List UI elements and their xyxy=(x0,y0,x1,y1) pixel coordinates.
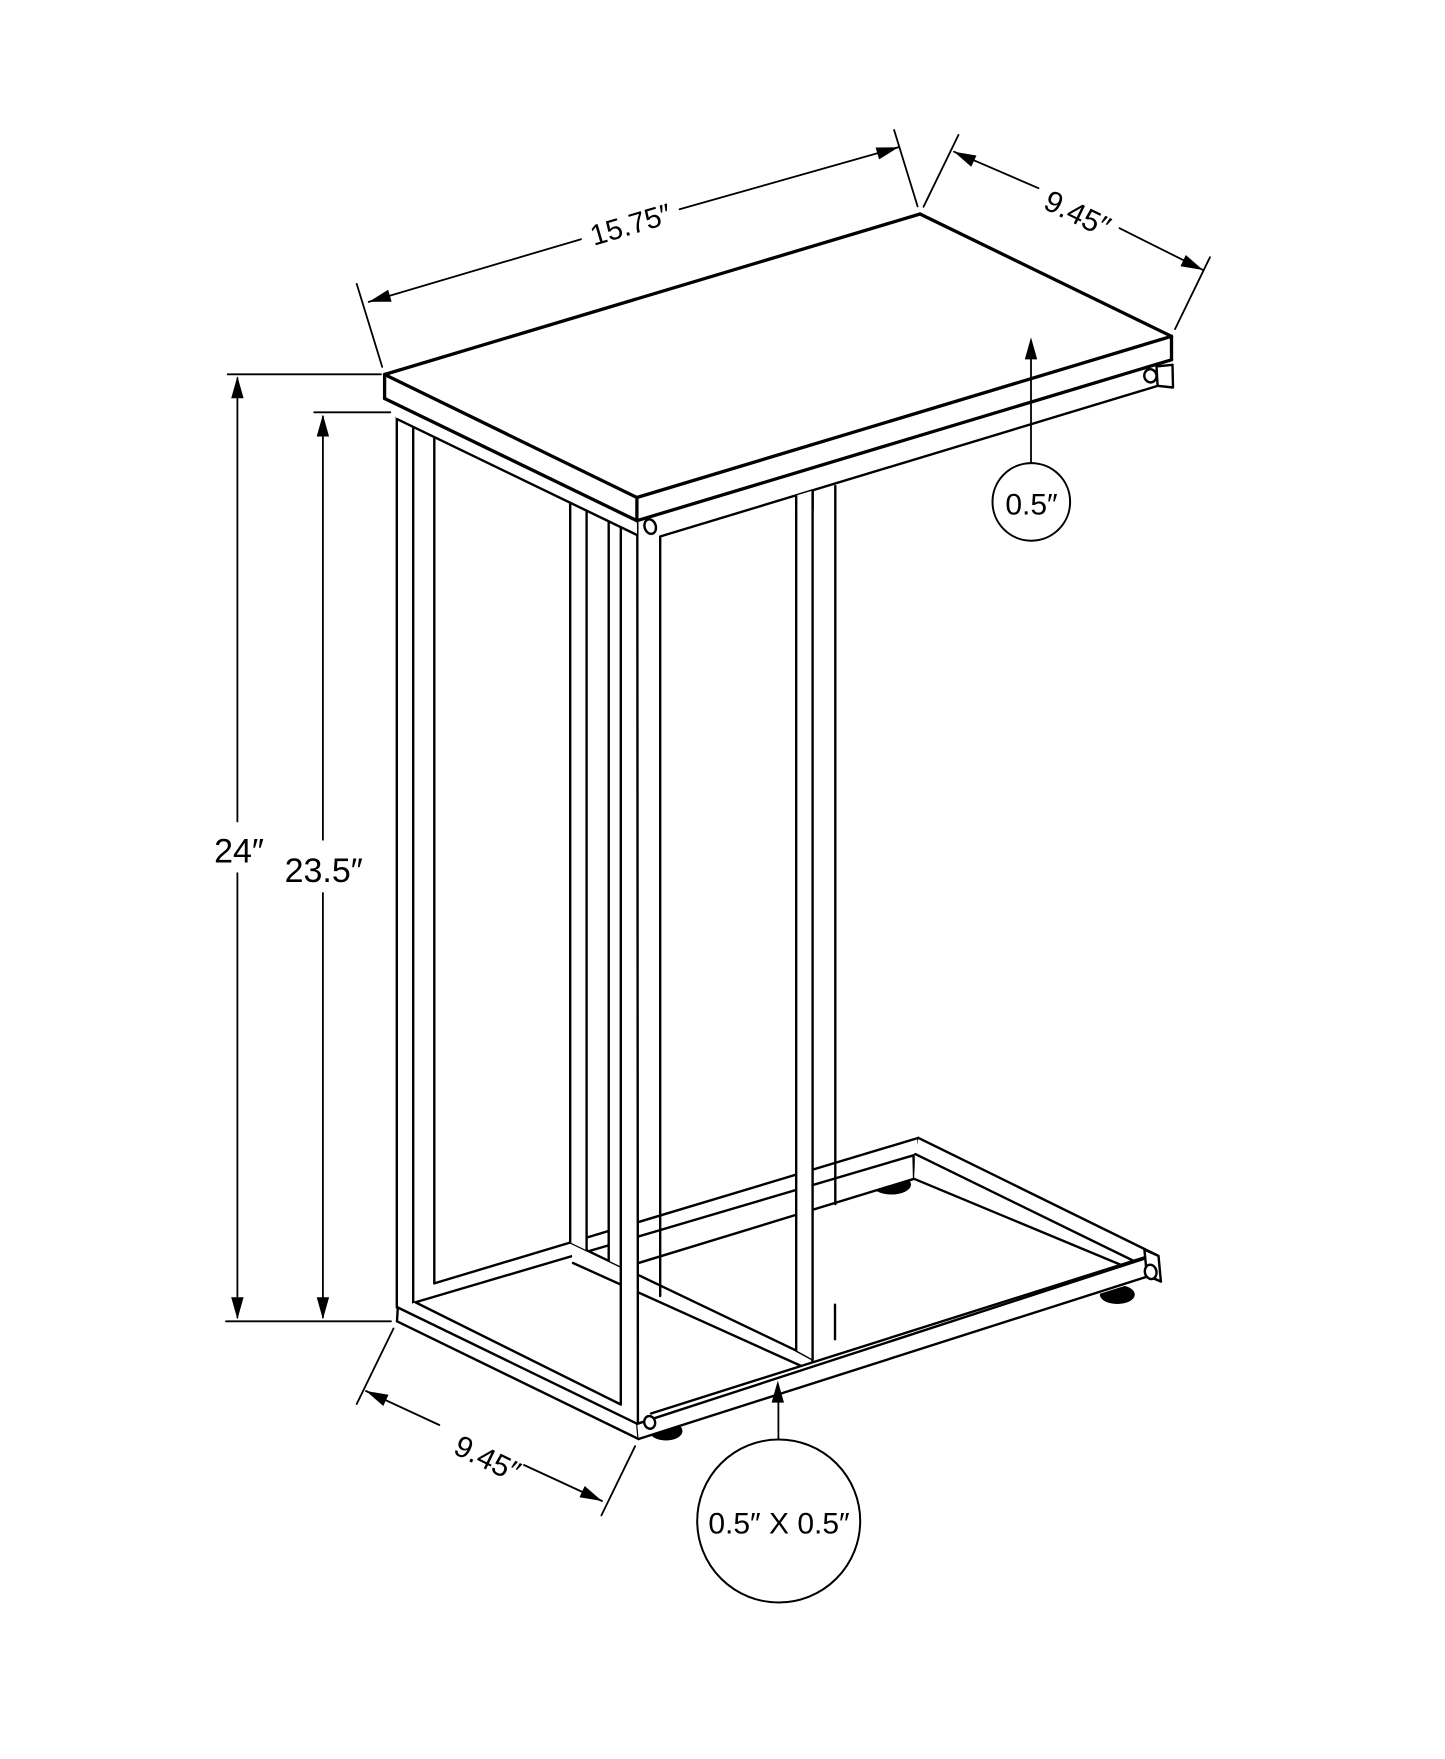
svg-text:24″: 24″ xyxy=(214,833,264,871)
svg-text:23.5″: 23.5″ xyxy=(285,852,363,890)
svg-text:0.5″: 0.5″ xyxy=(1005,489,1058,522)
svg-text:0.5″ X 0.5″: 0.5″ X 0.5″ xyxy=(708,1508,850,1541)
